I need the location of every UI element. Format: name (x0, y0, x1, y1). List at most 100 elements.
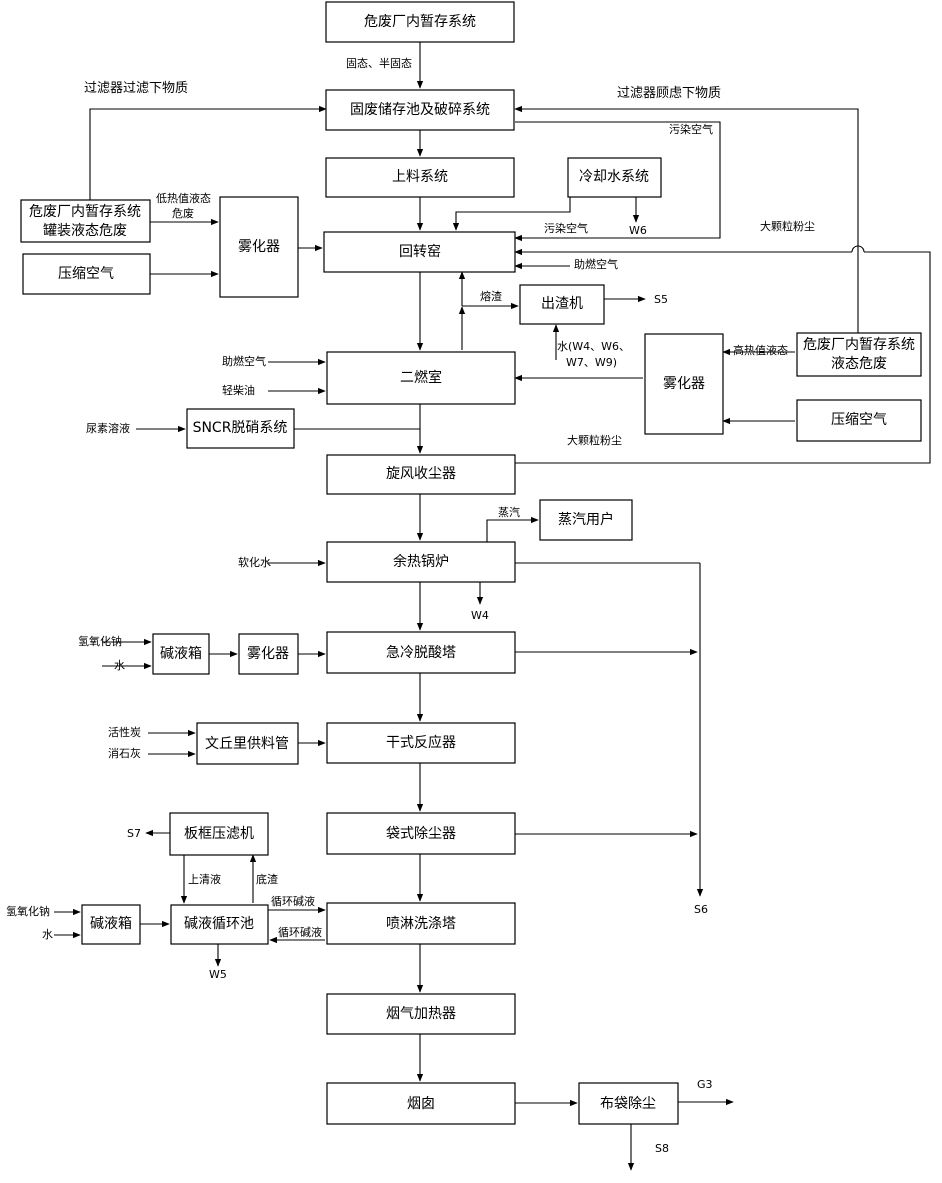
svg-text:罐装液态危废: 罐装液态危废 (43, 223, 127, 239)
rotary-kiln-box: 回转窑 (323, 231, 516, 273)
svg-text:雾化器: 雾化器 (238, 239, 280, 255)
svg-text:回转窑: 回转窑 (399, 243, 441, 260)
svg-text:板框压滤机: 板框压滤机 (184, 826, 254, 842)
label-high-heat: 高热值液态 (733, 343, 788, 357)
slag-machine-box: 出渣机 (519, 284, 605, 325)
label-filter-right: 过滤器顾虑下物质 (617, 86, 721, 101)
svg-text:二燃室: 二燃室 (400, 369, 442, 386)
label-water-4: 水 (42, 928, 53, 941)
label-support-air-2: 助燃空气 (222, 354, 266, 368)
sncr-box: SNCR脱硝系统 (186, 408, 295, 449)
compressed-air-right-box: 压缩空气 (796, 399, 922, 442)
label-w5: W5 (209, 968, 227, 981)
filter-press-box: 板框压滤机 (169, 812, 269, 856)
svg-text:雾化器: 雾化器 (663, 376, 705, 392)
svg-text:碱液箱: 碱液箱 (90, 916, 132, 932)
alkali-circ-pool-box: 碱液循环池 (170, 904, 269, 945)
connectors (54, 42, 931, 1171)
svg-text:雾化器: 雾化器 (247, 646, 289, 662)
label-supernatant: 上清液 (188, 872, 221, 886)
label-polluted-air-1: 污染空气 (669, 122, 713, 136)
label-water-1: 水(W4、W6、 (557, 340, 630, 353)
label-naoh-1: 氢氧化钠 (78, 634, 122, 648)
svg-text:文丘里供料管: 文丘里供料管 (205, 736, 289, 752)
tank-waste-box: 危废厂内暂存系统 罐装液态危废 (20, 199, 151, 243)
label-naoh-2: 氢氧化钠 (6, 904, 50, 918)
solid-storage-box: 固废储存池及破碎系统 (325, 89, 515, 131)
atomizer-3-box: 雾化器 (238, 633, 299, 675)
label-soft-water: 软化水 (238, 555, 271, 569)
svg-text:危废厂内暂存系统: 危废厂内暂存系统 (29, 204, 141, 220)
steam-user-box: 蒸汽用户 (539, 499, 633, 541)
flue-heater-box: 烟气加热器 (326, 993, 516, 1035)
svg-text:布袋除尘: 布袋除尘 (600, 1096, 656, 1112)
label-w4: W4 (471, 609, 489, 622)
svg-text:冷却水系统: 冷却水系统 (579, 169, 649, 185)
svg-text:袋式除尘器: 袋式除尘器 (386, 826, 456, 842)
label-steam: 蒸汽 (498, 505, 520, 519)
temp-storage-box: 危废厂内暂存系统 (325, 1, 515, 43)
atomizer-left-box: 雾化器 (219, 196, 299, 298)
svg-text:压缩空气: 压缩空气 (831, 412, 887, 428)
label-s7: S7 (127, 827, 141, 840)
flow-labels: 固态、半固态 过滤器过滤下物质 过滤器顾虑下物质 污染空气 污染空气 低热值液态… (6, 56, 815, 1155)
label-water-3: 水 (114, 659, 125, 672)
label-polluted-air-2: 污染空气 (544, 221, 588, 235)
label-water-2: W7、W9) (566, 356, 617, 369)
waste-heat-boiler-box: 余热锅炉 (326, 541, 516, 583)
label-light-diesel: 轻柴油 (222, 383, 255, 397)
label-s5: S5 (654, 293, 668, 306)
label-slaked-lime: 消石灰 (108, 746, 141, 760)
svg-text:急冷脱酸塔: 急冷脱酸塔 (386, 645, 456, 661)
label-solid-semisolid: 固态、半固态 (346, 56, 412, 70)
label-w6: W6 (629, 224, 647, 237)
svg-text:危废厂内暂存系统: 危废厂内暂存系统 (364, 14, 476, 30)
liquid-waste-box: 危废厂内暂存系统 液态危废 (796, 332, 922, 377)
chimney-box: 烟囱 (326, 1082, 516, 1125)
label-large-dust-2: 大颗粒粉尘 (567, 433, 622, 447)
svg-text:旋风收尘器: 旋风收尘器 (386, 466, 456, 482)
label-low-heat-2: 危废 (172, 206, 194, 220)
svg-text:烟气加热器: 烟气加热器 (386, 1006, 456, 1022)
label-support-air-1: 助燃空气 (574, 257, 618, 271)
svg-text:危废厂内暂存系统: 危废厂内暂存系统 (803, 337, 915, 353)
svg-text:固废储存池及破碎系统: 固废储存池及破碎系统 (350, 102, 490, 118)
label-slag: 熔渣 (480, 289, 502, 303)
spray-tower-box: 喷淋洗涤塔 (326, 902, 516, 945)
alkali-tank-2-box: 碱液箱 (81, 904, 141, 945)
quench-tower-box: 急冷脱酸塔 (326, 631, 516, 674)
label-circ-alkali-1: 循环碱液 (271, 894, 315, 908)
label-s8: S8 (655, 1142, 669, 1155)
bag-dust-box: 布袋除尘 (578, 1082, 679, 1125)
svg-text:干式反应器: 干式反应器 (386, 734, 456, 751)
label-activated-carbon: 活性炭 (108, 725, 141, 739)
label-large-dust-1: 大颗粒粉尘 (760, 219, 815, 233)
svg-text:余热锅炉: 余热锅炉 (393, 553, 449, 570)
svg-text:出渣机: 出渣机 (541, 296, 583, 312)
svg-text:压缩空气: 压缩空气 (58, 266, 114, 282)
label-circ-alkali-2: 循环碱液 (278, 925, 322, 939)
feed-system-box: 上料系统 (325, 157, 515, 198)
label-urea: 尿素溶液 (86, 421, 130, 435)
bag-filter-box: 袋式除尘器 (326, 812, 516, 855)
label-low-heat-1: 低热值液态 (156, 191, 211, 205)
atomizer-right-box: 雾化器 (644, 333, 724, 435)
svg-text:喷淋洗涤塔: 喷淋洗涤塔 (386, 916, 456, 932)
label-filter-left: 过滤器过滤下物质 (84, 81, 188, 96)
label-sludge: 底渣 (256, 872, 278, 886)
svg-text:蒸汽用户: 蒸汽用户 (558, 511, 614, 528)
alkali-tank-1-box: 碱液箱 (152, 633, 210, 675)
compressed-air-left-box: 压缩空气 (22, 253, 151, 295)
label-s6: S6 (694, 903, 708, 916)
svg-text:烟囱: 烟囱 (407, 1096, 435, 1112)
cooling-water-box: 冷却水系统 (567, 157, 662, 198)
svg-text:上料系统: 上料系统 (392, 169, 448, 185)
svg-text:SNCR脱硝系统: SNCR脱硝系统 (193, 420, 288, 436)
secondary-chamber-box: 二燃室 (326, 351, 516, 405)
cyclone-box: 旋风收尘器 (326, 454, 516, 495)
svg-text:液态危废: 液态危废 (831, 356, 887, 372)
venturi-box: 文丘里供料管 (196, 722, 299, 765)
svg-text:碱液循环池: 碱液循环池 (184, 916, 254, 932)
label-g3: G3 (697, 1078, 713, 1091)
